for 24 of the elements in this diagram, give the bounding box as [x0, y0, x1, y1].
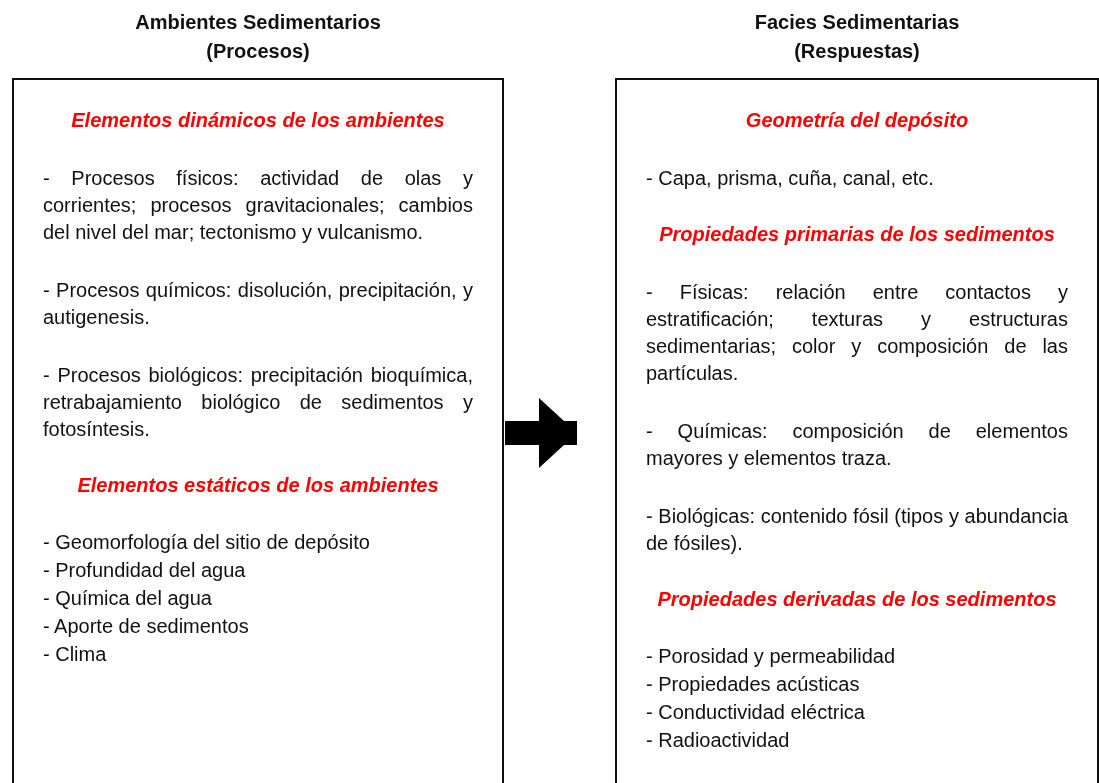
section-heading: Propiedades primarias de los sedimentos: [658, 222, 1056, 247]
section-heading: Propiedades derivadas de los sedimentos: [656, 587, 1058, 612]
section-heading: Elementos estáticos de los ambientes: [76, 473, 440, 498]
paragraph: - Procesos biológicos: precipitación bioquímica, retrabajamiento biológico de sedimentos y fotosíntesis.: [43, 363, 473, 442]
paragraph: - Biológicas: contenido fósil (tipos y abundancia de fósiles).: [646, 504, 1068, 556]
section-heading: Geometría del depósito: [744, 108, 970, 133]
list-item: - Aporte de sedimentos: [43, 614, 250, 639]
list-item: - Porosidad y permeabilidad: [646, 644, 897, 669]
paragraph: - Procesos físicos: actividad de olas y corrientes; procesos gravitacionales; cambios del nivel del mar; tectonismo y vulcanismo.: [43, 166, 473, 245]
list-item: - Profundidad del agua: [43, 558, 247, 583]
paragraph: - Capa, prisma, cuña, canal, etc.: [646, 166, 935, 191]
paragraph: - Procesos químicos: disolución, precipitación, y autigenesis.: [43, 278, 473, 330]
column-heading: Ambientes Sedimentarios (Procesos): [134, 10, 382, 64]
list-item: - Radioactividad: [646, 728, 791, 753]
paragraph: - Físicas: relación entre contactos y estratificación; texturas y estructuras sedimentarias; color y composición de las partículas.: [646, 280, 1068, 386]
list-item: - Química del agua: [43, 586, 213, 611]
section-heading: Elementos dinámicos de los ambientes: [70, 108, 446, 133]
list-item: - Clima: [43, 642, 108, 667]
column-heading: Facies Sedimentarias (Respuestas): [753, 10, 961, 64]
list-item: - Geomorfología del sitio de depósito: [43, 530, 371, 555]
block-arrow: [505, 398, 577, 468]
paragraph: - Químicas: composición de elementos mayores y elementos traza.: [646, 419, 1068, 471]
list-item: - Propiedades acústicas: [646, 672, 861, 697]
list-item: - Conductividad eléctrica: [646, 700, 866, 725]
